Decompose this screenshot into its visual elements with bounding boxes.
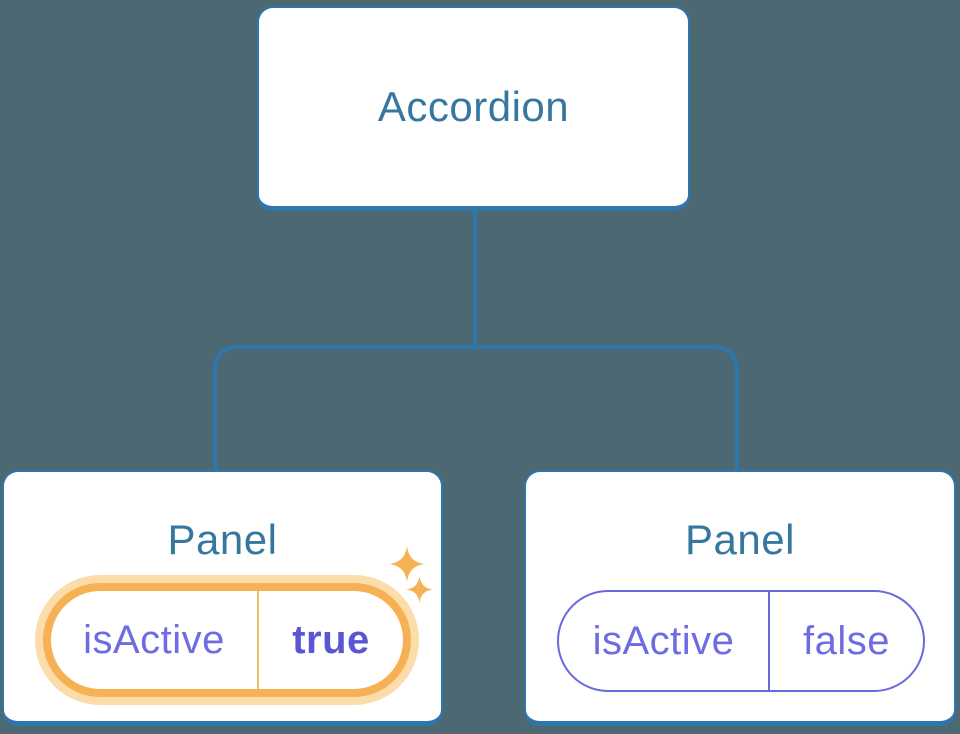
state-name-label: isActive bbox=[559, 592, 770, 690]
state-pill-active: isActive true bbox=[43, 583, 411, 697]
panel-component-node-inactive: Panel isActive false bbox=[524, 470, 956, 726]
accordion-component-node: Accordion bbox=[257, 6, 690, 211]
panel-node-label: Panel bbox=[167, 516, 278, 563]
branch-connector bbox=[213, 345, 739, 471]
accordion-node-label: Accordion bbox=[377, 83, 570, 130]
panel-component-node-active: Panel isActive true bbox=[2, 470, 443, 726]
state-name-label: isActive bbox=[51, 591, 259, 689]
sparkle-icon bbox=[406, 576, 433, 603]
state-value-label: false bbox=[803, 618, 890, 663]
sparkle-icon bbox=[389, 546, 425, 582]
state-value-label: true bbox=[292, 617, 370, 662]
state-pill-inactive: isActive false bbox=[557, 590, 925, 692]
panel-node-label: Panel bbox=[685, 516, 795, 563]
